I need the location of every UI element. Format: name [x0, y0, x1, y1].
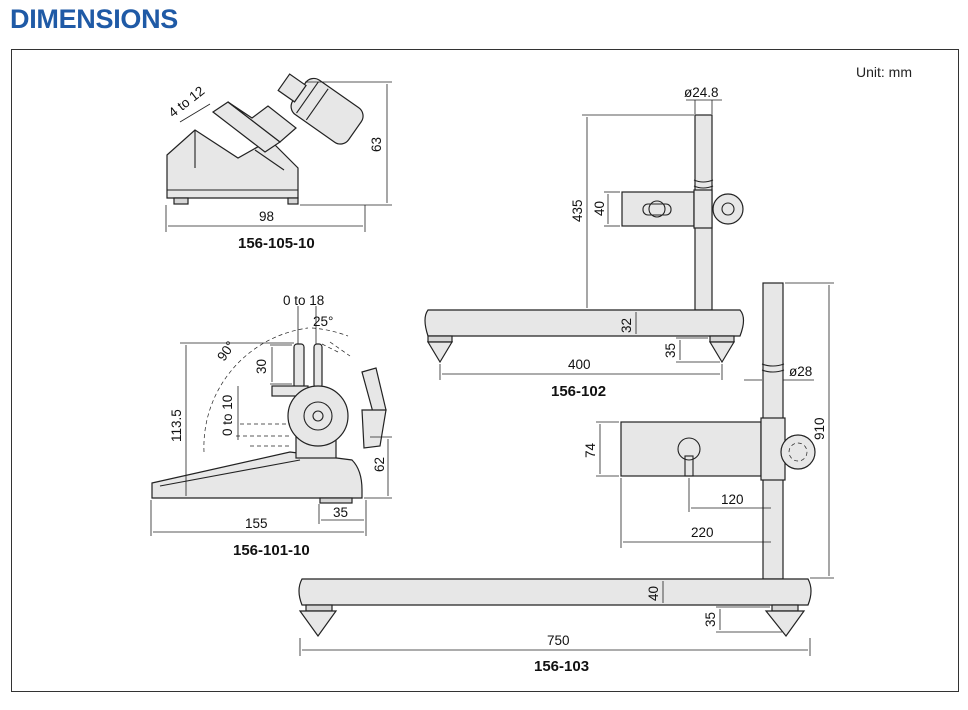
- base-156-102: [424, 309, 745, 337]
- foot: [287, 197, 299, 205]
- stand-156-105-10: 98 63 4 to 12 156-105-10: [165, 73, 392, 252]
- dim-angle90-101: 90°: [214, 338, 238, 363]
- model-label-156-105-10: 156-105-10: [238, 235, 315, 252]
- base-156-101-10: [151, 451, 363, 499]
- foot: [319, 497, 353, 504]
- clamp-156-102: [621, 191, 695, 227]
- dim-clamp-103: 74: [583, 442, 598, 458]
- model-label-156-101-10: 156-101-10: [233, 542, 310, 559]
- dim-arm-101: 30: [254, 359, 269, 374]
- model-label-156-102: 156-102: [551, 383, 606, 400]
- dim-width-105: 98: [259, 209, 274, 224]
- stand-156-102: ø24.8 435 40 32 35 400 156-102: [424, 85, 745, 400]
- stand-156-103: ø28 910 74 120 220 40 35 750 156-103: [298, 282, 834, 675]
- foot: [173, 197, 189, 205]
- drawing-frame: [11, 49, 959, 692]
- dim-gap-105: 4 to 12: [166, 83, 208, 120]
- dim-height-105: 63: [369, 137, 384, 152]
- stand-156-101-10: 90° 25° 0 to 18 30 0 to 10 113.5 62 35 1…: [150, 293, 392, 559]
- dim-width-102: 400: [568, 357, 591, 372]
- dim-dia-102: ø24.8: [684, 85, 719, 100]
- page-title: DIMENSIONS: [10, 4, 179, 34]
- base-156-103: [298, 578, 812, 606]
- dim-height-103: 910: [812, 417, 827, 440]
- dim-dia-103: ø28: [789, 364, 812, 379]
- dim-height-102: 435: [570, 199, 585, 222]
- clamp-156-103: [620, 421, 762, 477]
- dim-foot-102: 35: [663, 343, 678, 358]
- dim-span-101: 113.5: [169, 409, 184, 442]
- dim-base-103: 40: [646, 586, 661, 601]
- clamp-knob-101: [287, 385, 349, 447]
- dim-angle25-101: 25°: [313, 314, 333, 329]
- dim-base-102: 32: [619, 318, 634, 333]
- model-label-156-103: 156-103: [534, 658, 589, 675]
- dim-width-101: 155: [245, 516, 268, 531]
- dim-reach1-103: 120: [721, 492, 744, 507]
- unit-label: Unit: mm: [856, 64, 912, 80]
- dim-range-101: 0 to 18: [283, 293, 324, 308]
- dim-clamp-102: 40: [592, 201, 607, 216]
- dim-reach2-103: 220: [691, 525, 714, 540]
- dim-width-103: 750: [547, 633, 570, 648]
- dim-foot-101: 35: [333, 505, 348, 520]
- dim-clamp-101: 0 to 10: [220, 395, 235, 436]
- dim-height-101: 62: [372, 457, 387, 472]
- dim-foot-103: 35: [703, 612, 718, 627]
